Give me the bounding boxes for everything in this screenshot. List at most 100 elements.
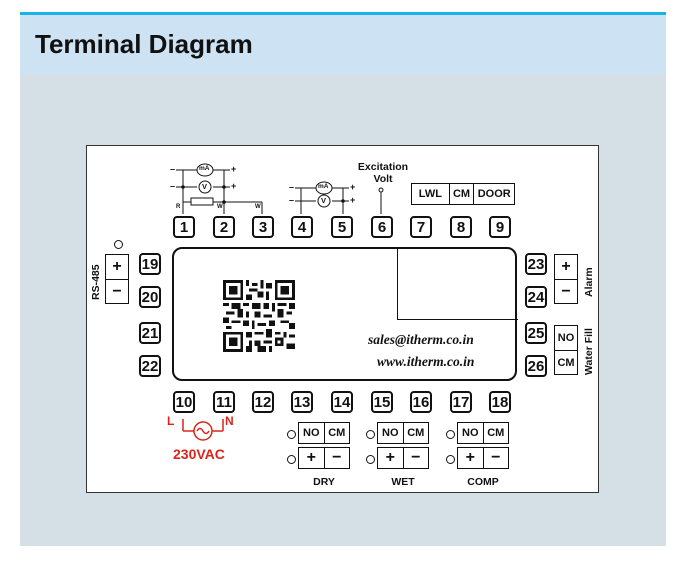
controller-display: sales@itherm.co.in www.itherm.co.in [172,247,518,381]
wet-no-circle [366,430,375,439]
rs485-label: RS-485 [90,264,102,300]
terminal-1[interactable]: 1 [173,216,195,238]
wet-minus: − [402,448,429,468]
dry-ssr-circle [287,455,296,464]
wet-cm-label: CM [402,423,429,443]
dry-plus: + [306,449,316,466]
terminal-8[interactable]: 8 [450,216,472,238]
alarm-minus: − [561,283,571,300]
rtd-r-label: R [176,204,181,210]
comp-no-label: NO [462,427,479,439]
water-fill-no: NO [555,326,577,351]
terminal-2[interactable]: 2 [213,216,235,238]
rtd-w-label-2: W [255,204,261,210]
wet-ssr-polarity: + − [377,447,429,469]
terminal-23[interactable]: 23 [525,253,547,275]
comp-relay-contacts: NO CM [457,422,509,444]
terminal-26[interactable]: 26 [525,355,547,377]
terminal-5[interactable]: 5 [331,216,353,238]
ma-meter-label-1: mA [199,165,210,172]
terminal-diagram-panel: Terminal Diagram [20,12,666,546]
comp-cm-label: CM [482,423,509,443]
ma2-plus-label: + [350,182,356,192]
contact-email: sales@itherm.co.in [368,332,474,347]
terminal-20[interactable]: 20 [139,286,161,308]
terminal-13[interactable]: 13 [291,391,313,413]
terminal-18[interactable]: 18 [489,391,511,413]
terminal-14[interactable]: 14 [331,391,353,413]
rs485-minus: − [112,283,122,300]
dry-relay-contacts: NO CM [298,422,350,444]
ma-minus-label: – [170,164,176,174]
v2-plus-label: + [350,195,356,205]
excitation-label-line2: Volt [373,173,393,185]
rs485-polarity-box: + − [105,254,129,304]
power-voltage-label: 230VAC [173,446,225,462]
ma-plus-label: + [231,164,237,174]
section-title: Terminal Diagram [35,29,253,59]
terminal-3[interactable]: 3 [252,216,274,238]
terminal-4[interactable]: 4 [291,216,313,238]
v-meter-label-1: V [202,182,208,191]
power-l-label: L [167,414,175,428]
alarm-plus: + [555,255,577,280]
terminal-6[interactable]: 6 [371,216,393,238]
wet-relay-contacts: NO CM [377,422,429,444]
dry-no-label: NO [303,427,320,439]
dry-output-label: DRY [313,476,335,488]
qr-code-icon [223,280,295,352]
dry-no-circle [287,430,296,439]
comp-ssr-polarity: + − [457,447,509,469]
alarm-label: Alarm [583,267,595,297]
terminal-19[interactable]: 19 [139,253,161,275]
terminal-11[interactable]: 11 [213,391,235,413]
dry-cm-label: CM [323,423,350,443]
terminal-7[interactable]: 7 [410,216,432,238]
v-plus-label: + [231,181,237,191]
comp-minus: − [482,448,509,468]
v-minus-label: – [170,181,176,191]
water-fill-contact-box: NO CM [554,325,578,375]
controller-diagram: mA V – + – + R W W mA V – + – + Excitati… [86,145,599,493]
rs485-plus: + [106,255,128,280]
terminal-22[interactable]: 22 [139,355,161,377]
comp-no-circle [446,430,455,439]
terminal-12[interactable]: 12 [252,391,274,413]
wet-plus: + [385,449,395,466]
terminal-15[interactable]: 15 [371,391,393,413]
relay-cm-label: CM [448,184,474,204]
terminal-25[interactable]: 25 [525,322,547,344]
rs485-indicator-circle [114,240,123,249]
relay-door-label: DOOR [473,184,514,204]
dry-ssr-polarity: + − [298,447,350,469]
terminal-9[interactable]: 9 [489,216,511,238]
top-relay-labels: LWL CM DOOR [411,183,515,205]
wet-no-label: NO [382,427,399,439]
terminal-24[interactable]: 24 [525,286,547,308]
terminal-10[interactable]: 10 [173,391,195,413]
ma-meter-label-2: mA [318,183,329,190]
alarm-polarity-box: + − [554,254,578,304]
wet-output-label: WET [391,476,415,488]
relay-lwl-label: LWL [418,188,442,200]
v-meter-label-2: V [321,196,327,205]
terminal-17[interactable]: 17 [450,391,472,413]
wet-ssr-circle [366,455,375,464]
dry-minus: − [323,448,350,468]
water-fill-label: Water Fill [583,328,595,375]
comp-ssr-circle [446,455,455,464]
terminal-16[interactable]: 16 [410,391,432,413]
rtd-w-label-1: W [217,204,223,210]
water-fill-cm: CM [557,357,575,369]
display-segment-box [397,249,518,320]
power-n-label: N [225,414,234,428]
v2-minus-label: – [289,195,295,205]
ma2-minus-label: – [289,182,295,192]
excitation-label-line1: Excitation [357,161,409,173]
contact-website: www.itherm.co.in [377,354,475,369]
section-header: Terminal Diagram [20,12,666,74]
comp-output-label: COMP [467,476,499,488]
comp-plus: + [465,449,475,466]
terminal-21[interactable]: 21 [139,322,161,344]
power-wiring [182,419,224,441]
